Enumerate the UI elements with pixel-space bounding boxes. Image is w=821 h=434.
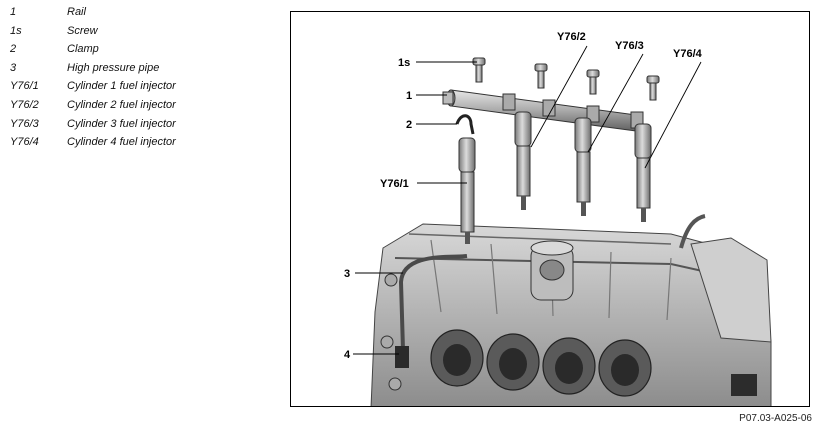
- injector-cylinder-4: [634, 123, 652, 222]
- legend-code: 1: [10, 6, 17, 18]
- injector-cylinder-3: [574, 117, 592, 216]
- legend-description: Cylinder 2 fuel injector: [67, 98, 176, 111]
- legend-code: 1s: [10, 24, 22, 37]
- fuel-injectors: [458, 111, 652, 244]
- injector-cylinder-2: [514, 111, 532, 210]
- legend-code: 3: [10, 61, 17, 74]
- legend-code: 2: [10, 43, 17, 56]
- callout-1s: 1s: [398, 57, 410, 69]
- high-pressure-pipe: [398, 254, 468, 351]
- engine-block: [370, 214, 772, 406]
- screws: [472, 57, 660, 101]
- clamp: [455, 114, 475, 135]
- legend-description: Clamp: [67, 43, 99, 56]
- legend-code: Y76/2: [10, 98, 39, 111]
- legend-code: Y76/3: [10, 117, 39, 130]
- callout-2: 2: [406, 119, 412, 131]
- callout-y76-1: Y76/1: [380, 178, 409, 190]
- engine-illustration: 1s 1 2 Y76/1 3 4 Y76/2 Y76/3 Y76/4: [344, 31, 772, 406]
- legend-description: Cylinder 3 fuel injector: [67, 117, 176, 130]
- legend-description: Rail: [67, 6, 86, 18]
- leader-lines: [353, 45, 702, 355]
- callout-3: 3: [344, 268, 350, 280]
- engine-illustration-frame: 1s 1 2 Y76/1 3 4 Y76/2 Y76/3 Y76/4: [290, 11, 810, 407]
- pipe-fitting: [395, 346, 409, 368]
- figure-reference: P07.03-A025-06: [739, 413, 812, 424]
- callout-1: 1: [406, 90, 412, 102]
- legend-description: Cylinder 1 fuel injector: [67, 80, 176, 93]
- callout-y76-3: Y76/3: [615, 40, 644, 52]
- callout-4: 4: [344, 349, 351, 361]
- legend-description: Cylinder 4 fuel injector: [67, 136, 176, 149]
- legend-description: Screw: [67, 24, 98, 37]
- legend-code: Y76/1: [10, 80, 39, 93]
- callout-y76-4: Y76/4: [673, 48, 703, 60]
- injector-cylinder-1: [458, 137, 476, 244]
- legend-code: Y76/4: [10, 136, 39, 149]
- callout-y76-2: Y76/2: [557, 31, 586, 43]
- legend-description: High pressure pipe: [67, 61, 160, 74]
